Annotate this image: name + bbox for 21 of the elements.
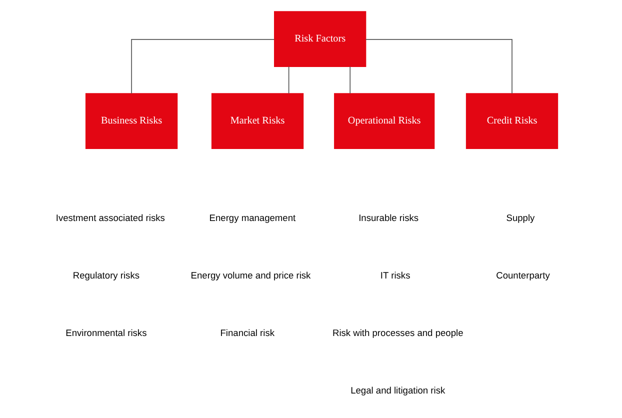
node-box: Operational Risks: [334, 93, 435, 149]
connector: [131, 39, 275, 94]
label: Environmental risks: [66, 328, 147, 338]
label: Supply: [506, 213, 535, 224]
label: Legal and litigation risk: [350, 386, 446, 396]
node-box: Risk Factors: [274, 11, 366, 67]
label: Risk with processes and people: [332, 328, 464, 338]
connector: [288, 66, 290, 94]
label: Regulatory risks: [72, 270, 140, 281]
connector: [350, 66, 351, 94]
label: IT risks: [380, 270, 410, 281]
label: Counterparty: [496, 270, 550, 281]
label: Insurable risks: [358, 213, 419, 224]
connector: [365, 39, 512, 94]
label: Ivestment associated risks: [56, 213, 165, 224]
label: Financial risk: [220, 328, 275, 338]
label: Energy volume and price risk: [190, 270, 311, 281]
label: Energy management: [209, 213, 296, 224]
node-box: Market Risks: [211, 93, 304, 149]
node-box: Business Risks: [85, 93, 178, 149]
node-box: Credit Risks: [466, 93, 558, 149]
